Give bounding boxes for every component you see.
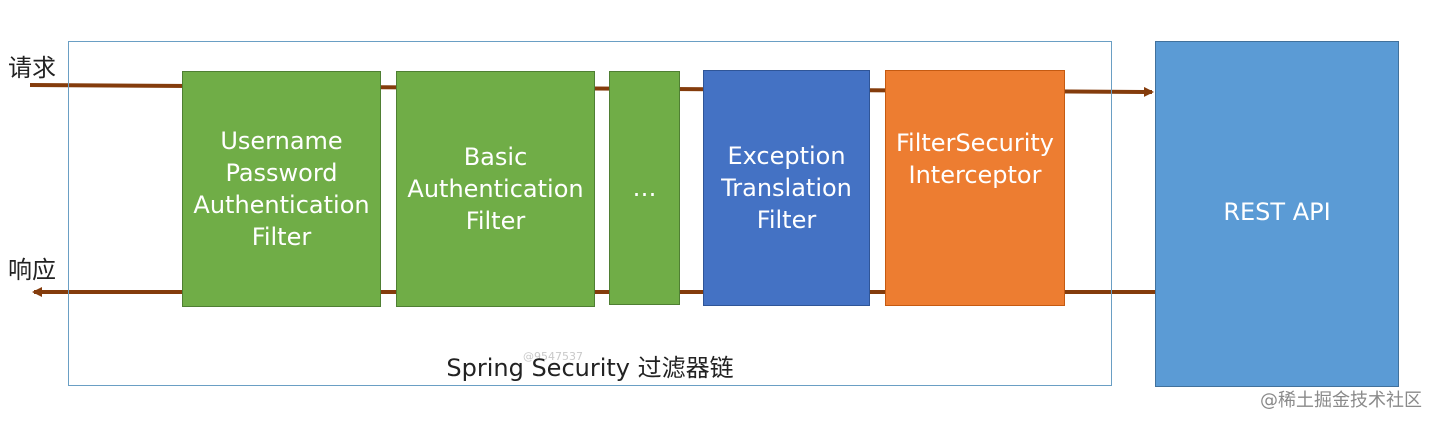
filter-label: Exception Translation Filter [721,142,852,234]
chain-caption: Spring Security 过滤器链 [446,354,734,382]
filter-username-password-authentication: Username Password Authentication Filter [182,71,381,307]
request-label: 请求 [8,54,56,82]
response-label: 响应 [8,256,56,284]
rest-api-label: REST API [1223,198,1331,226]
filter-label: Username Password Authentication Filter [193,127,370,251]
filter-label: … [632,174,657,202]
filter-exception-translation: Exception Translation Filter [703,70,870,306]
filter-chain-frame [68,41,1112,386]
rest-api-box: REST API [1155,41,1399,387]
filter-ellipsis: … [609,71,680,305]
site-watermark: @稀土掘金技术社区 [1260,390,1422,411]
filter-label: FilterSecurity Interceptor [896,129,1054,189]
faint-watermark: @9547537 [523,350,583,363]
filter-basic-authentication: Basic Authentication Filter [396,71,595,307]
filter-security-interceptor: FilterSecurity Interceptor [885,70,1065,306]
filter-label: Basic Authentication Filter [407,143,584,235]
